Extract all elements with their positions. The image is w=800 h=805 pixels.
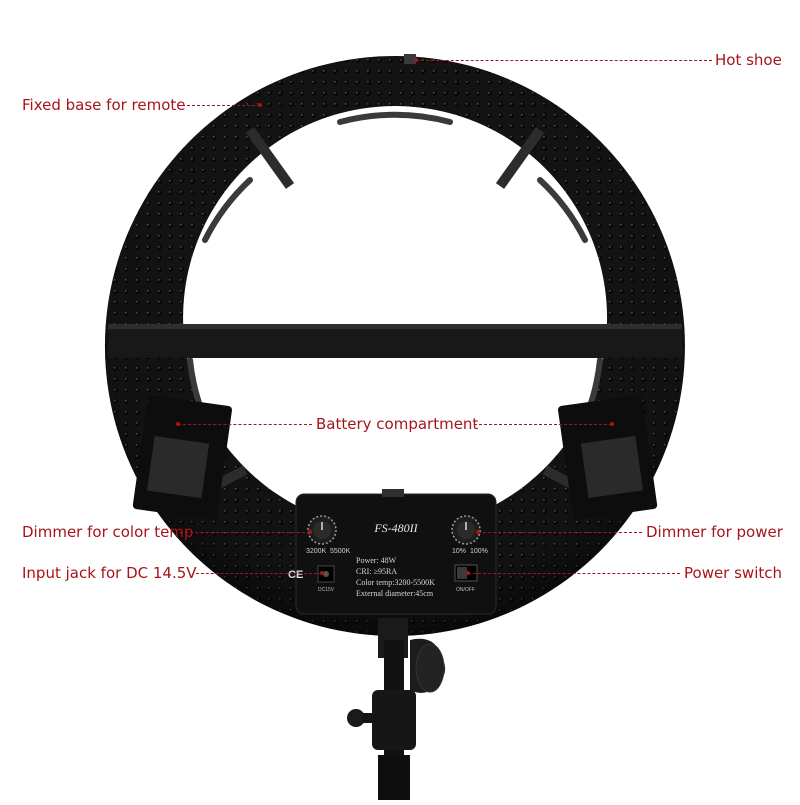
battery-compartment-right — [557, 395, 658, 520]
segment-seams — [185, 127, 605, 505]
spec-power: Power: 48W — [356, 556, 397, 565]
model-label: FS-480II — [373, 521, 418, 535]
switch-label: ON/OFF — [456, 587, 475, 593]
callout-input-jack: Input jack for DC 14.5V — [22, 564, 197, 582]
leader-dot-input-jack — [320, 571, 324, 575]
callout-dimmer-power: Dimmer for power — [646, 523, 783, 541]
color-min-label: 3200K — [306, 548, 327, 555]
leader-dot-power-switch — [466, 571, 470, 575]
tripod-screw-knob[interactable] — [347, 709, 376, 727]
color-max-label: 5500K — [330, 548, 351, 555]
color-temp-knob[interactable] — [307, 515, 337, 545]
leader-dimmer-power — [478, 532, 642, 533]
leader-dot-hot-shoe — [414, 58, 418, 62]
leader-power-switch — [468, 573, 680, 574]
leader-dot-dimmer-color — [308, 530, 312, 534]
callout-fixed-base: Fixed base for remote — [22, 96, 186, 114]
side-band — [108, 324, 682, 358]
leader-battery-right — [474, 424, 612, 425]
callout-dimmer-color: Dimmer for color temp — [22, 523, 194, 541]
power-max-label: 100% — [470, 548, 488, 555]
leader-dot-battery-right — [610, 422, 614, 426]
leader-dimmer-color — [180, 532, 310, 533]
leader-hot-shoe — [416, 60, 712, 61]
leader-dot-battery-left — [176, 422, 180, 426]
leader-battery-left — [178, 424, 312, 425]
vent-slots — [187, 111, 603, 443]
callout-power-switch: Power switch — [684, 564, 783, 582]
mount-bracket — [372, 618, 416, 800]
battery-compartment-left — [132, 395, 232, 520]
power-min-label: 10% — [452, 548, 466, 555]
power-knob[interactable] — [451, 515, 481, 545]
leader-input-jack — [196, 573, 322, 574]
lock-knob[interactable] — [410, 638, 446, 693]
callout-hot-shoe: Hot shoe — [715, 51, 782, 69]
dc-label: DC15V — [318, 587, 335, 593]
ce-mark: CE — [288, 569, 303, 581]
ring-shading — [104, 56, 685, 636]
callout-battery: Battery compartment — [316, 415, 479, 433]
leader-fixed-base — [182, 105, 260, 106]
spec-diameter: External diameter:45cm — [356, 589, 434, 598]
spec-cri: CRI: ≥95RA — [356, 567, 397, 576]
hot-shoe — [404, 54, 416, 64]
leader-dot-fixed-base — [258, 103, 262, 107]
dc-jack[interactable] — [317, 565, 335, 583]
spec-color: Color temp:3200-5500K — [356, 578, 435, 587]
leader-dot-dimmer-power — [476, 530, 480, 534]
